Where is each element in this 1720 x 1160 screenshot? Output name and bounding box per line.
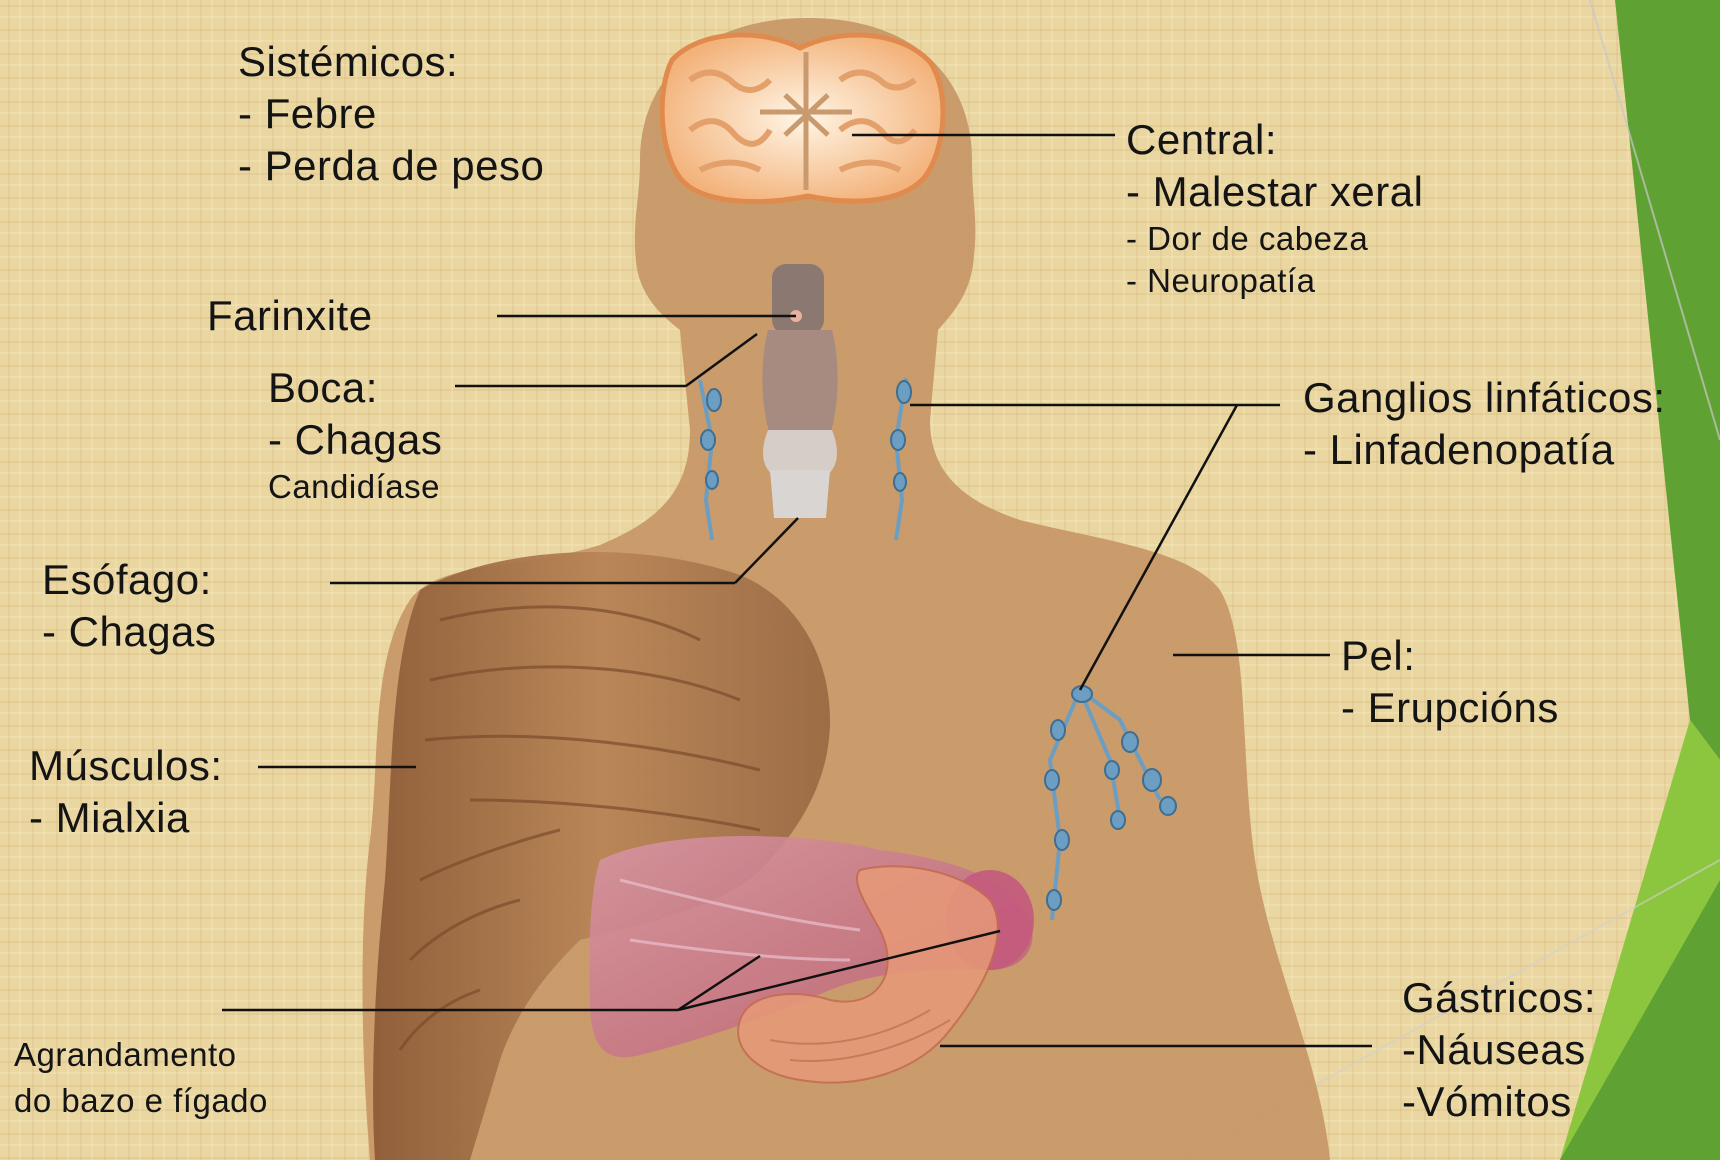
label-ganglios: Ganglios linfáticos: - Linfadenopatía: [1303, 372, 1666, 476]
central-item-small: - Dor de cabeza: [1126, 218, 1423, 260]
label-farinxite: Farinxite: [207, 290, 373, 342]
boca-title: Boca:: [268, 362, 442, 414]
musculos-title: Músculos:: [29, 740, 223, 792]
central-title: Central:: [1126, 114, 1423, 166]
label-esofago: Esófago: - Chagas: [42, 554, 216, 658]
label-boca: Boca: - Chagas Candidíase: [268, 362, 442, 508]
boca-item: - Chagas: [268, 414, 442, 466]
boca-item-small: Candidíase: [268, 466, 442, 508]
musculos-item: - Mialxia: [29, 792, 223, 844]
sistemicos-title: Sistémicos:: [238, 36, 544, 88]
brain-illustration: [662, 35, 943, 202]
gastricos-title: Gástricos:: [1402, 972, 1596, 1024]
gastricos-item: -Vómitos: [1402, 1076, 1596, 1128]
sistemicos-item: - Febre: [238, 88, 544, 140]
pel-title: Pel:: [1341, 630, 1559, 682]
pel-item: - Erupcións: [1341, 682, 1559, 734]
sistemicos-item: - Perda de peso: [238, 140, 544, 192]
label-sistemicos: Sistémicos: - Febre - Perda de peso: [238, 36, 544, 192]
label-gastricos: Gástricos: -Náuseas -Vómitos: [1402, 972, 1596, 1128]
gastricos-item: -Náuseas: [1402, 1024, 1596, 1076]
esofago-item: - Chagas: [42, 606, 216, 658]
label-central: Central: - Malestar xeral - Dor de cabez…: [1126, 114, 1423, 302]
central-item-small: - Neuropatía: [1126, 260, 1423, 302]
farinxite-title: Farinxite: [207, 290, 373, 342]
agrandamento-line: Agrandamento: [14, 1032, 268, 1078]
agrandamento-line: do bazo e fígado: [14, 1078, 268, 1124]
label-pel: Pel: - Erupcións: [1341, 630, 1559, 734]
label-musculos: Músculos: - Mialxia: [29, 740, 223, 844]
esofago-title: Esófago:: [42, 554, 216, 606]
ganglios-item: - Linfadenopatía: [1303, 424, 1666, 476]
ganglios-title: Ganglios linfáticos:: [1303, 372, 1666, 424]
label-agrandamento: Agrandamento do bazo e fígado: [14, 1032, 268, 1124]
central-item: - Malestar xeral: [1126, 166, 1423, 218]
